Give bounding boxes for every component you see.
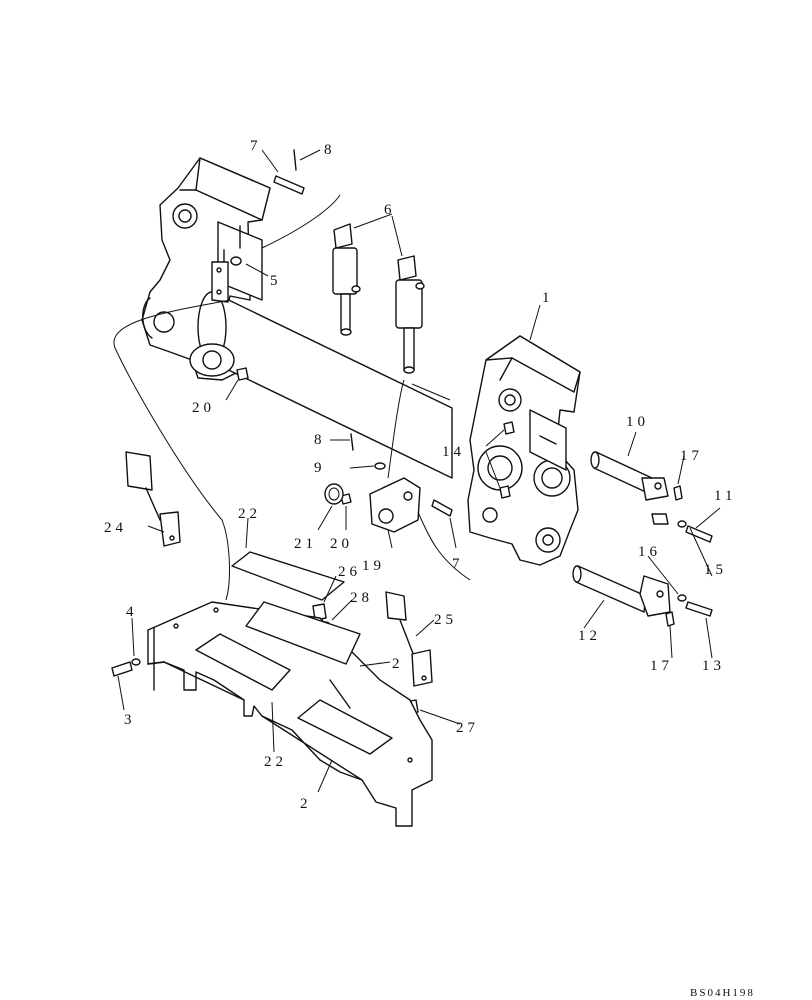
callout-3: 3 [124, 712, 136, 728]
cylinder-right [395, 255, 425, 374]
control-cables [113, 194, 471, 601]
floor-plate [147, 551, 433, 827]
left-coupler-plate [141, 157, 271, 381]
pin-12 [572, 565, 671, 617]
callout-21: 21 [294, 536, 317, 552]
callouts: 1 2 2 3 4 5 6 7 7 8 8 9 10 11 12 13 14 1… [104, 138, 736, 812]
callout-26: 26 [338, 564, 361, 580]
callout-7b: 7 [452, 556, 464, 572]
pedal-24 [125, 451, 181, 547]
pin-10 [590, 451, 669, 525]
callout-20a: 20 [192, 400, 215, 416]
callout-1: 1 [542, 290, 554, 306]
callout-10: 10 [626, 414, 649, 430]
callout-8b: 8 [314, 432, 326, 448]
callout-7a: 7 [250, 138, 262, 154]
right-coupler-plate [467, 335, 581, 566]
callout-22b: 22 [264, 754, 287, 770]
callout-22a: 22 [238, 506, 261, 522]
callout-24: 24 [104, 520, 127, 536]
callout-15: 15 [704, 562, 727, 578]
cross-tube [189, 249, 453, 479]
callout-9: 9 [314, 460, 326, 476]
callout-11: 11 [714, 488, 736, 504]
link-plate [369, 477, 453, 533]
callout-19: 19 [362, 558, 385, 574]
callout-2b: 2 [300, 796, 312, 812]
drawing-code: BS04H198 [690, 987, 755, 999]
callout-25: 25 [434, 612, 457, 628]
cylinder-left [332, 223, 361, 336]
pedal-25 [385, 591, 433, 687]
callout-12: 12 [578, 628, 601, 644]
callout-4: 4 [126, 604, 138, 620]
callout-13: 13 [702, 658, 725, 674]
callout-16: 16 [638, 544, 661, 560]
callout-14: 14 [442, 444, 465, 460]
leader-lines [117, 149, 721, 793]
callout-8a: 8 [324, 142, 336, 158]
callout-28: 28 [350, 590, 373, 606]
bracket-plate [211, 256, 242, 303]
callout-6: 6 [384, 202, 396, 218]
callout-17b: 17 [650, 658, 673, 674]
callout-20b: 20 [330, 536, 353, 552]
callout-5: 5 [270, 273, 282, 289]
callout-27: 27 [456, 720, 479, 736]
callout-2a: 2 [392, 656, 404, 672]
callout-17a: 17 [680, 448, 703, 464]
